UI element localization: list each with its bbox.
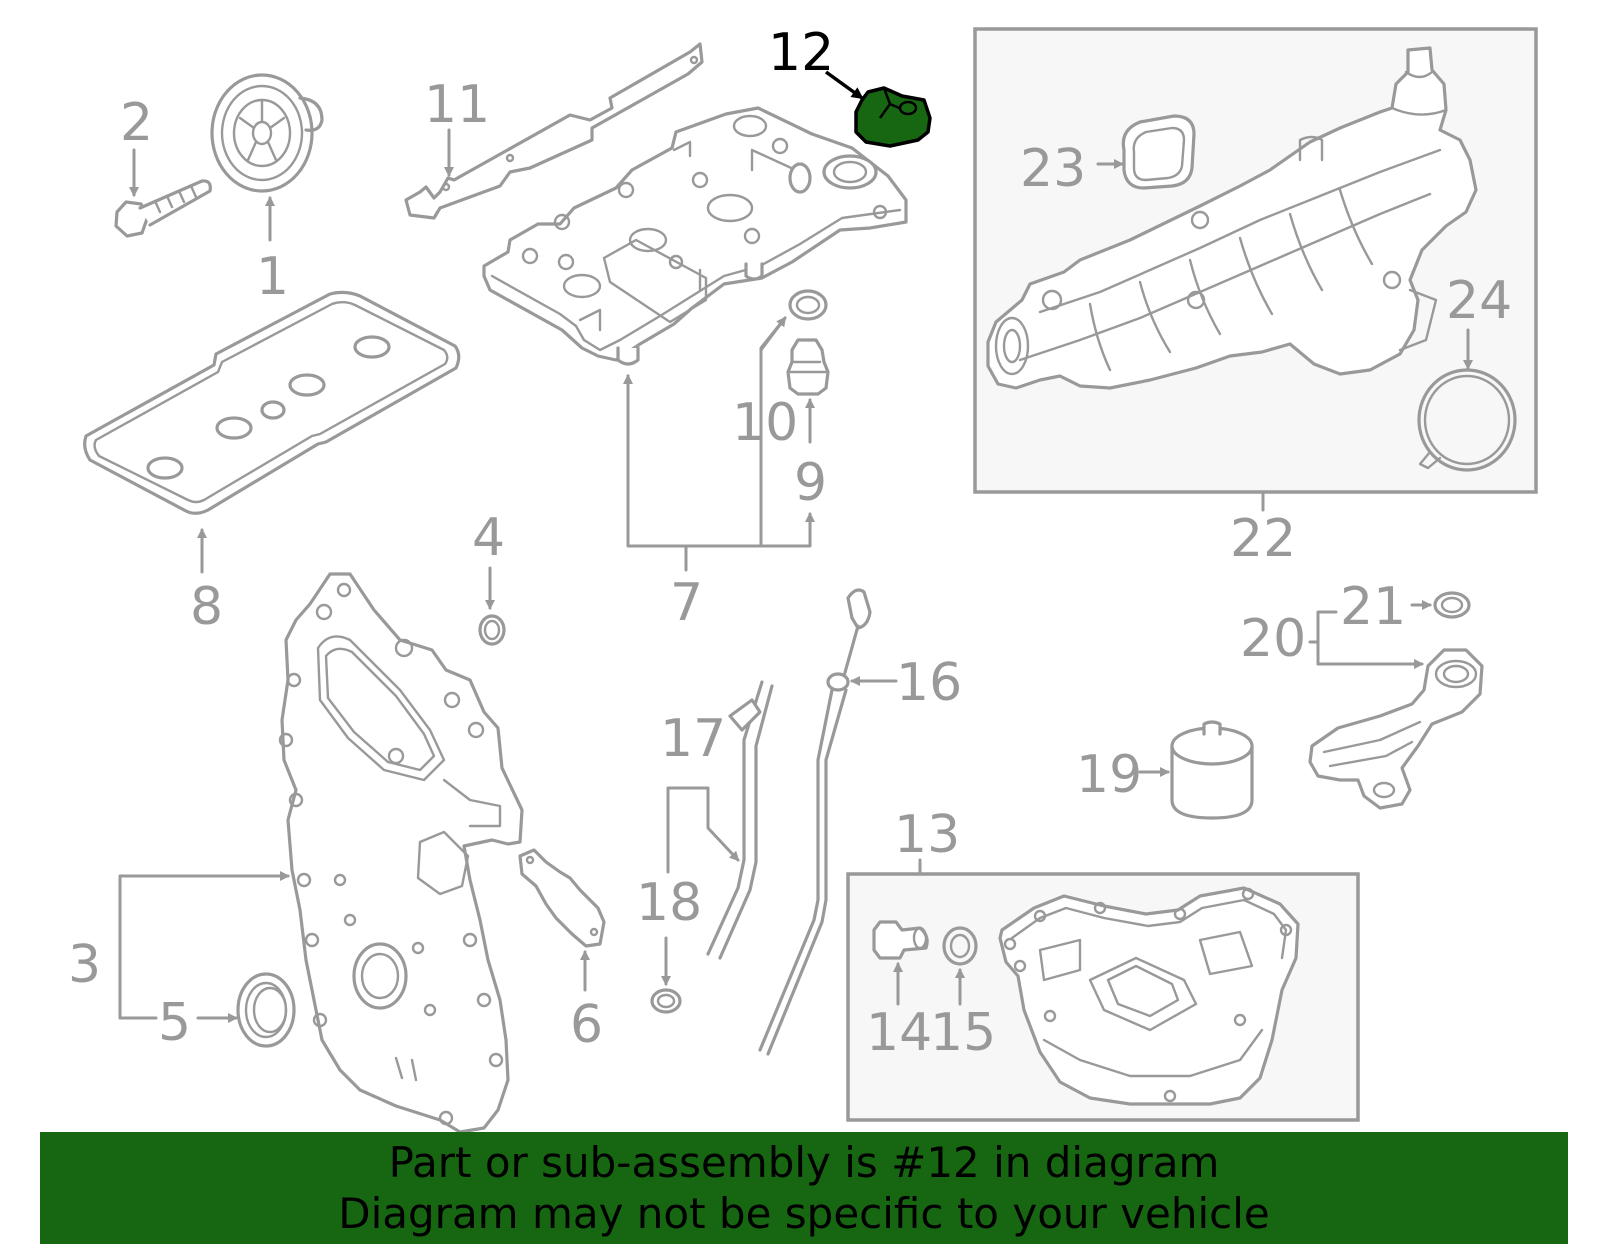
part-15-washer [942, 926, 978, 966]
callout-20: 20 [1240, 609, 1306, 669]
leader-17 [666, 786, 738, 874]
callout-1: 1 [256, 247, 289, 307]
callout-12: 12 [768, 23, 834, 83]
leader-3 [118, 876, 288, 1020]
part-23-gasket [1121, 114, 1196, 190]
leader-7 [626, 316, 810, 572]
part-18-o-ring-inner [656, 993, 676, 1009]
part-16-dipstick [758, 588, 872, 1056]
callout-9: 9 [794, 453, 827, 513]
callout-6: 6 [570, 995, 603, 1055]
callout-8: 8 [190, 577, 223, 637]
callout-21: 21 [1340, 577, 1406, 637]
part-3-timing-cover [278, 572, 524, 1134]
banner-line-2: Diagram may not be specific to your vehi… [338, 1189, 1270, 1238]
leader-7-b [759, 316, 787, 352]
callout-19: 19 [1076, 745, 1142, 805]
banner-line-1: Part or sub-assembly is #12 in diagram [388, 1138, 1220, 1187]
part-18-o-ring [650, 988, 682, 1014]
part-11-baffle-plate [404, 42, 704, 220]
leader-20 [1308, 610, 1422, 664]
part-4-o-ring-inner [483, 619, 501, 641]
part-21-o-ring [1433, 591, 1471, 619]
callout-14: 14 [866, 1003, 932, 1063]
callout-16: 16 [896, 653, 962, 713]
callout-4: 4 [472, 508, 505, 568]
part-5-oil-seal [236, 972, 296, 1048]
part-22-intake-manifold [986, 46, 1478, 390]
part-14-drain-plug [872, 920, 929, 960]
leader-12 [824, 70, 864, 100]
callout-17: 17 [660, 709, 726, 769]
part-1-crank-pulley [210, 73, 324, 193]
part-10-o-ring-inner [795, 295, 821, 315]
part-10-o-ring [788, 289, 828, 321]
callout-7: 7 [670, 573, 703, 633]
part-4-o-ring [478, 614, 506, 646]
callout-5: 5 [158, 993, 191, 1053]
callout-18: 18 [636, 873, 702, 933]
callout-2: 2 [120, 93, 153, 153]
part-24-large-o-ring [1417, 368, 1517, 472]
part-8-valve-cover-gasket [83, 290, 461, 515]
info-banner: Part or sub-assembly is #12 in diagram D… [40, 1132, 1568, 1244]
part-2-bolt [114, 179, 212, 238]
callout-11: 11 [424, 75, 490, 135]
callout-13: 13 [894, 805, 960, 865]
callout-23: 23 [1020, 139, 1086, 199]
callout-15: 15 [930, 1003, 996, 1063]
callout-10: 10 [732, 393, 798, 453]
callout-22: 22 [1230, 509, 1296, 569]
part-19-oil-filter [1170, 720, 1254, 820]
part-13-oil-pan [998, 886, 1300, 1106]
part-7-valve-cover [482, 106, 908, 366]
part-21-o-ring-inner [1440, 596, 1464, 614]
part-12-highlighted-cap [854, 86, 932, 148]
part-15-washer-inner [949, 933, 971, 959]
callout-3: 3 [68, 935, 101, 995]
part-6-gasket [518, 848, 606, 948]
part-20-oil-pickup [1308, 648, 1484, 810]
part-9-pcv-valve [786, 338, 830, 396]
callout-24: 24 [1446, 271, 1512, 331]
